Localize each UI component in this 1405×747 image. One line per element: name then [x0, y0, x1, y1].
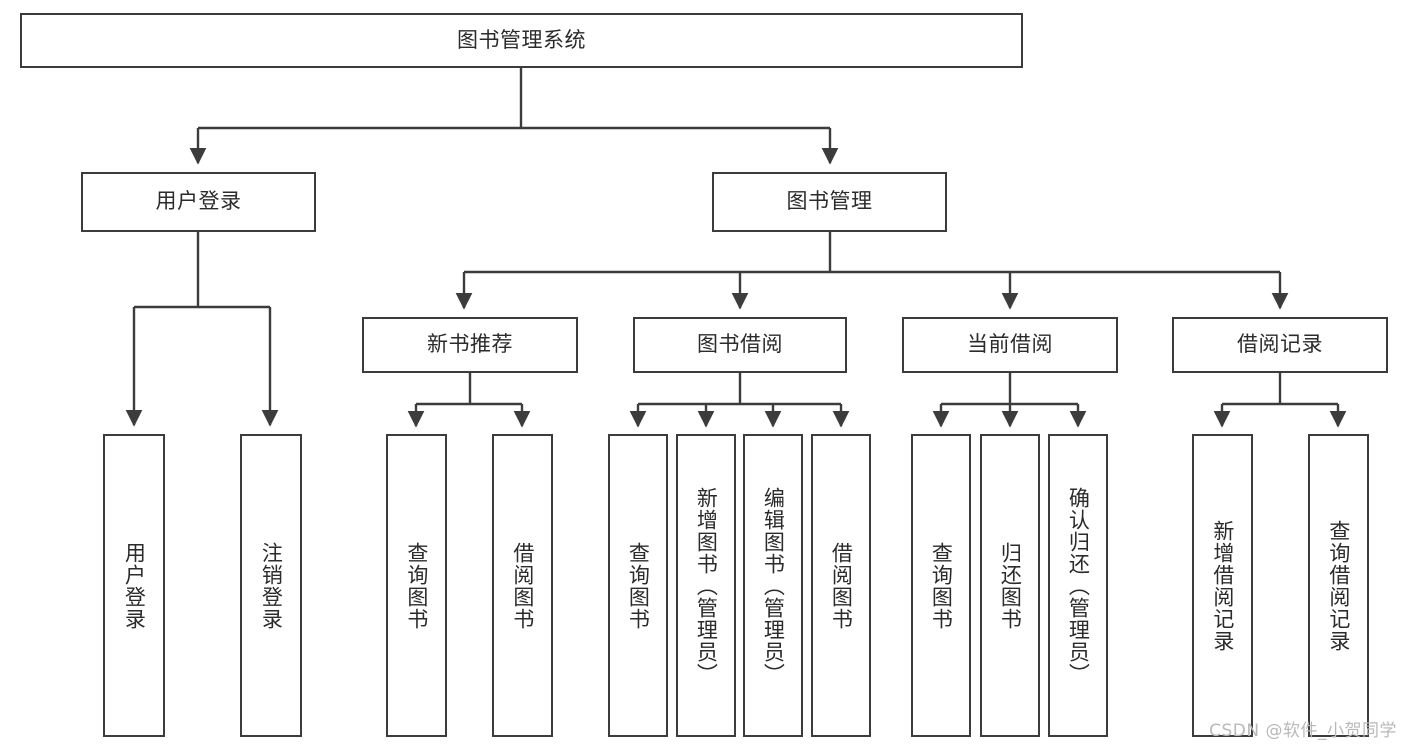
leaf-borrow-book-2[interactable]: 借阅图书 [811, 434, 871, 737]
leaf-add-book-label: 新增图书（管理员） [694, 486, 719, 685]
leaf-borrow-book-2-label: 借阅图书 [829, 541, 854, 630]
leaf-confirm-return-label: 确认归还（管理员） [1066, 486, 1091, 685]
leaf-confirm-return[interactable]: 确认归还（管理员） [1048, 434, 1108, 737]
node-book-manage-label: 图书管理 [786, 189, 873, 214]
node-borrow-record[interactable]: 借阅记录 [1172, 317, 1388, 373]
node-user-login[interactable]: 用户登录 [81, 172, 316, 232]
leaf-return-book[interactable]: 归还图书 [980, 434, 1040, 737]
node-new-book-recommend[interactable]: 新书推荐 [362, 317, 578, 373]
leaf-add-book[interactable]: 新增图书（管理员） [676, 434, 736, 737]
leaf-edit-book[interactable]: 编辑图书（管理员） [743, 434, 803, 737]
node-borrow-record-label: 借阅记录 [1237, 332, 1323, 357]
leaf-query-book-2[interactable]: 查询图书 [608, 434, 668, 737]
leaf-borrow-book-1-label: 借阅图书 [510, 541, 535, 630]
leaf-user-login-label: 用户登录 [122, 541, 147, 630]
leaf-edit-book-label: 编辑图书（管理员） [761, 486, 786, 685]
node-book-manage[interactable]: 图书管理 [712, 172, 947, 232]
leaf-return-book-label: 归还图书 [998, 541, 1023, 630]
leaf-query-record-label: 查询借阅记录 [1326, 519, 1351, 652]
node-current-borrow-label: 当前借阅 [967, 332, 1053, 357]
leaf-query-book-3[interactable]: 查询图书 [911, 434, 971, 737]
leaf-query-book-1[interactable]: 查询图书 [386, 434, 447, 737]
leaf-add-record[interactable]: 新增借阅记录 [1192, 434, 1253, 737]
leaf-logout-label: 注销登录 [259, 541, 284, 630]
node-user-login-label: 用户登录 [155, 189, 242, 214]
node-root-label: 图书管理系统 [457, 27, 586, 52]
node-book-borrow[interactable]: 图书借阅 [633, 317, 847, 373]
leaf-add-record-label: 新增借阅记录 [1210, 519, 1235, 652]
leaf-user-login[interactable]: 用户登录 [103, 434, 165, 737]
leaf-query-book-2-label: 查询图书 [626, 541, 651, 630]
node-new-book-recommend-label: 新书推荐 [427, 332, 513, 357]
leaf-borrow-book-1[interactable]: 借阅图书 [492, 434, 553, 737]
leaf-query-book-1-label: 查询图书 [404, 541, 429, 630]
node-book-borrow-label: 图书借阅 [697, 332, 783, 357]
leaf-query-record[interactable]: 查询借阅记录 [1308, 434, 1369, 737]
leaf-logout[interactable]: 注销登录 [240, 434, 302, 737]
node-current-borrow[interactable]: 当前借阅 [902, 317, 1118, 373]
csdn-watermark: CSDN @软件_小贺同学 [1209, 721, 1397, 741]
node-root[interactable]: 图书管理系统 [20, 13, 1023, 68]
leaf-query-book-3-label: 查询图书 [929, 541, 954, 630]
